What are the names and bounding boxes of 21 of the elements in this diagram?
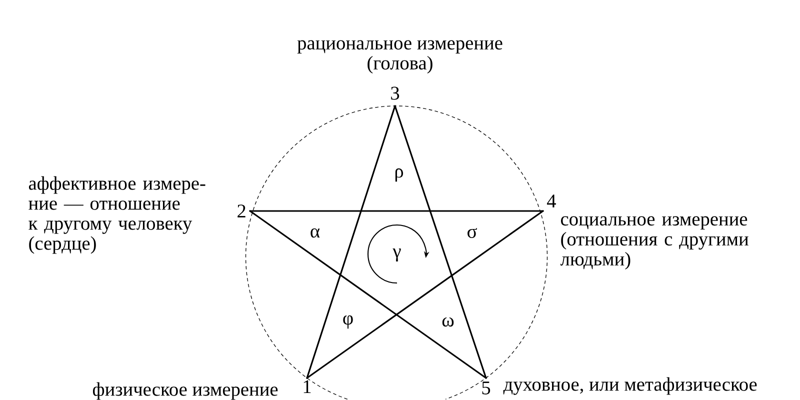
region-letter: γ bbox=[392, 248, 401, 262]
vertex-number: 4 bbox=[546, 194, 556, 208]
region-letter: ρ bbox=[395, 168, 404, 182]
region-letter: ω bbox=[442, 317, 454, 327]
region-letter: σ bbox=[468, 228, 477, 238]
vertex-number: 1 bbox=[304, 380, 311, 394]
vertex-number: 3 bbox=[391, 86, 400, 100]
vertex-caption: аффективное измере- ние — отношение к другому человеку (сердце) bbox=[28, 176, 206, 254]
vertex-caption: духовное, или метафизическое bbox=[503, 377, 757, 395]
region-letter: φ bbox=[343, 315, 353, 329]
vertex-caption: физическое измерение bbox=[92, 382, 278, 400]
star-line bbox=[394, 105, 487, 379]
vertex-number: 5 bbox=[482, 382, 490, 394]
star-line bbox=[306, 105, 396, 379]
vertex-number: 2 bbox=[238, 204, 246, 218]
vertex-caption: рациональное измерение (голова) bbox=[297, 40, 502, 74]
vertex-caption: социальное измерение (отношения с другими людьми) bbox=[560, 216, 748, 270]
region-letter: α bbox=[310, 228, 320, 238]
star-line bbox=[306, 210, 544, 379]
star-line bbox=[249, 210, 487, 379]
star-line bbox=[249, 210, 544, 212]
